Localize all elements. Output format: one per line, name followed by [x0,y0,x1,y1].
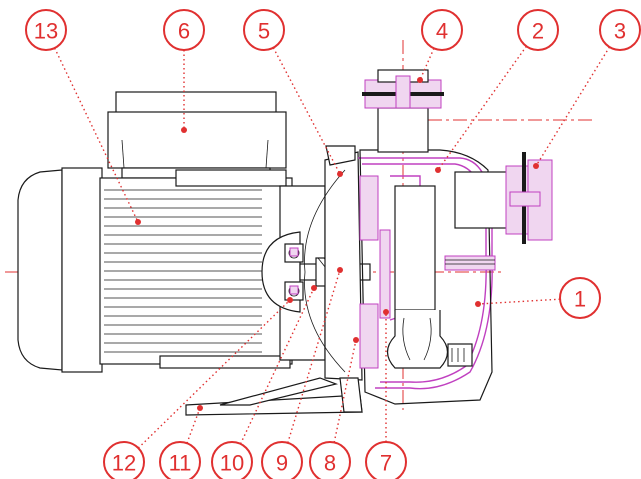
callout-13: 13 [25,9,67,51]
callout-4: 4 [421,9,463,51]
leader-dot-5 [337,171,343,177]
mounting-foot [185,377,363,416]
leader-line-9 [287,269,341,444]
motor-housing [17,167,293,373]
callout-number: 5 [258,19,270,44]
callout-number: 9 [276,451,288,476]
callout-number: 6 [178,19,190,44]
callout-circle [103,441,145,479]
drain-plug [447,343,473,367]
callout-number: 2 [532,19,544,44]
callout-1: 1 [559,277,601,319]
callout-circle [211,441,253,479]
callout-number: 12 [112,451,136,476]
leader-line-12 [137,299,291,449]
callout-number: 11 [169,451,192,476]
leader-dot-6 [181,127,187,133]
callout-circle [517,9,559,51]
callout-2: 2 [517,9,559,51]
callout-circle [25,9,67,51]
leader-line-3 [535,46,611,167]
callout-circle [309,441,351,479]
leader-dot-4 [417,77,423,83]
callout-10: 10 [211,441,253,479]
callout-11: 11 [159,441,201,479]
leader-line-4 [419,48,435,81]
callout-3: 3 [599,9,641,51]
leader-line-5 [272,47,341,175]
callout-circle [261,441,303,479]
callout-circle [243,9,285,51]
leader-dot-7 [383,309,389,315]
leader-dot-2 [435,167,441,173]
callout-6: 6 [163,9,205,51]
callout-number: 7 [380,451,392,476]
callout-circle [159,441,201,479]
cooling-fins [104,189,262,353]
leader-dot-13 [135,219,141,225]
leader-line-2 [437,45,527,171]
callout-8: 8 [309,441,351,479]
discharge-flange [454,152,553,244]
callout-circle [421,9,463,51]
leader-dot-9 [337,267,343,273]
callout-number: 4 [436,19,448,44]
callout-circle [163,9,205,51]
leader-dot-10 [311,285,317,291]
leader-dot-3 [533,163,539,169]
terminal-box [107,91,287,179]
leader-dot-12 [287,297,293,303]
callout-number: 3 [614,19,626,44]
inlet-flange [362,69,444,153]
callout-number: 8 [324,451,336,476]
leader-line-10 [239,287,315,445]
callout-12: 12 [103,441,145,479]
leader-dot-1 [475,301,481,307]
leader-line-1 [477,298,561,305]
leader-line-11 [186,407,201,444]
callout-circle [365,441,407,479]
callout-circle [599,9,641,51]
callout-9: 9 [261,441,303,479]
leader-line-13 [54,47,139,223]
callout-circle [559,277,601,319]
seal-plate [304,145,363,381]
callout-number: 1 [574,287,586,312]
impeller [386,185,496,369]
callout-7: 7 [365,441,407,479]
leader-dot-8 [353,337,359,343]
callout-5: 5 [243,9,285,51]
leader-dot-11 [197,405,203,411]
callout-number: 10 [220,451,244,476]
callout-number: 13 [34,19,58,44]
leader-lines [54,45,611,449]
